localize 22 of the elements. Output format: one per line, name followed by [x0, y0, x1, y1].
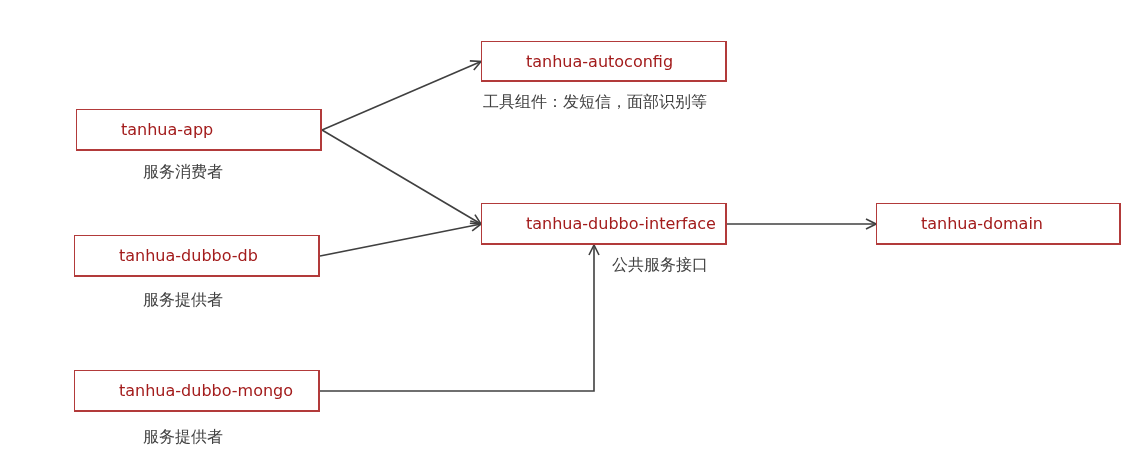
module-box	[481, 41, 727, 82]
module-box	[76, 109, 322, 151]
module-name: tanhua-dubbo-interface	[526, 214, 716, 233]
arrow	[726, 218, 877, 230]
arrow	[319, 244, 600, 392]
arrow	[321, 129, 482, 225]
module-box	[74, 235, 320, 277]
module-box	[481, 203, 727, 245]
module-name: tanhua-dubbo-db	[119, 246, 258, 265]
module-name: tanhua-dubbo-mongo	[119, 381, 293, 400]
module-name: tanhua-app	[121, 120, 214, 139]
module-name: tanhua-domain	[921, 214, 1043, 233]
module-caption: 公共服务接口	[612, 255, 708, 276]
module-caption: 服务提供者	[143, 290, 223, 311]
arrow	[319, 220, 482, 257]
module-caption: 服务提供者	[143, 427, 223, 448]
module-box	[876, 203, 1121, 245]
arrow	[321, 60, 482, 131]
module-box	[74, 370, 320, 412]
module-caption: 服务消费者	[143, 162, 223, 183]
module-name: tanhua-autoconfig	[526, 51, 674, 71]
module-caption: 工具组件：发短信，面部识别等	[483, 92, 707, 113]
